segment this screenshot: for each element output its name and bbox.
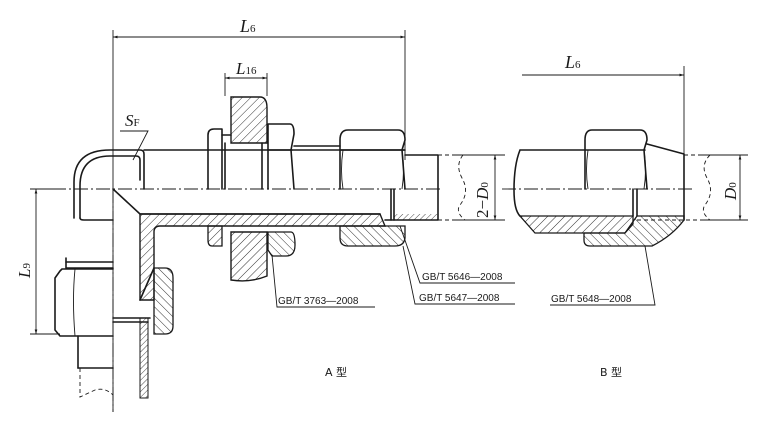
dim-d0-b: D0	[700, 154, 748, 221]
type-a-assembly: L6 L16 SF	[15, 16, 515, 412]
dim-d0-b-symbol: D	[721, 187, 740, 201]
svg-text:2−D0: 2−D0	[473, 182, 492, 218]
svg-text:L16: L16	[235, 59, 257, 78]
dim-l6-b: L6	[522, 52, 685, 160]
b-nut-bottom	[583, 215, 685, 247]
b-body-bottom	[518, 215, 634, 234]
svg-text:L6: L6	[239, 16, 256, 36]
svg-text:D0: D0	[721, 182, 740, 201]
dim-l9-sub: 9	[21, 263, 33, 269]
a-capnut-bottom	[339, 225, 406, 247]
dim-l6-b-symbol: L	[564, 52, 575, 72]
label-gbt-3763: GB/T 3763—2008	[271, 254, 375, 308]
dim-sf-sub: F	[134, 117, 140, 129]
caption-type-a: A 型	[325, 365, 347, 379]
a-bulkhead-nut-bottom	[230, 231, 268, 282]
a-horizontal-wall	[139, 213, 387, 301]
dim-d0-b-sub: 0	[727, 182, 739, 188]
label-gbt-5646: GB/T 5646—2008	[399, 225, 515, 284]
dim-l16: L16	[224, 59, 268, 96]
type-b-assembly: L6 D0 GB/T 5648—2008	[502, 52, 748, 379]
svg-text:L9: L9	[15, 263, 34, 279]
dim-l9-symbol: L	[15, 269, 34, 279]
dim-l16-symbol: L	[235, 59, 245, 78]
label-gbt-5648: GB/T 5648—2008	[550, 245, 656, 306]
dim-2d0: 2−D0	[455, 154, 505, 221]
a-vertical-pipe-wall	[139, 317, 149, 399]
dim-2d0-prefix: 2−	[473, 200, 492, 218]
svg-text:SF: SF	[125, 111, 140, 130]
dim-2d0-sub: 0	[479, 182, 491, 188]
dim-l6-b-sub: 6	[575, 59, 581, 71]
dim-l16-sub: 16	[245, 65, 257, 77]
svg-text:L6: L6	[564, 52, 581, 72]
label-gbt-5647: GB/T 5647—2008	[402, 245, 515, 305]
gbt-5648-text: GB/T 5648—2008	[551, 294, 632, 305]
caption-type-b: B 型	[600, 365, 622, 379]
gbt-5647-text: GB/T 5647—2008	[419, 293, 500, 304]
a-locknut-bottom	[267, 231, 296, 257]
a-shoulder-bottom	[207, 225, 223, 247]
gbt-3763-text: GB/T 3763—2008	[278, 296, 359, 307]
dim-l6-a-sub: 6	[250, 23, 256, 35]
a-bulkhead-nut-top	[230, 96, 268, 144]
dim-2d0-symbol: D	[473, 187, 492, 201]
gbt-5646-text: GB/T 5646—2008	[422, 272, 503, 283]
dim-l6-a-symbol: L	[239, 16, 250, 36]
dim-l9: L9	[15, 188, 60, 335]
dim-sf-symbol: S	[125, 111, 134, 130]
a-vertical-nut	[153, 267, 174, 335]
